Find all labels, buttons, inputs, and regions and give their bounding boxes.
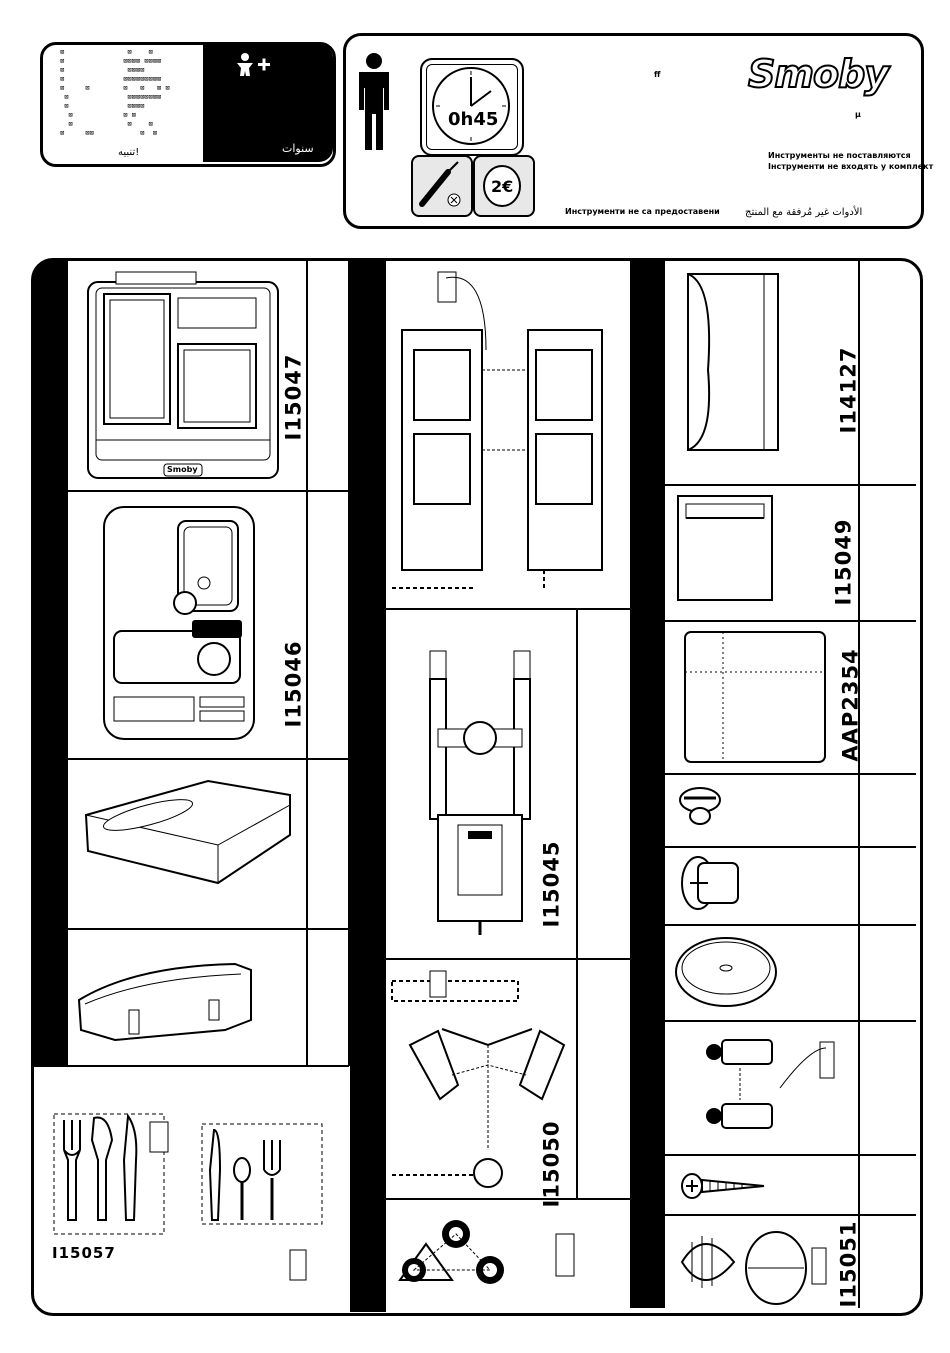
- sep-c2-3: [350, 1198, 631, 1200]
- part-fish-food-drawing: [680, 1231, 827, 1305]
- sep-c2-2: [350, 958, 631, 960]
- col2-divider-b: [576, 960, 578, 1200]
- sep-c3-2: [630, 620, 916, 622]
- part-utensils-drawing: [53, 1113, 323, 1281]
- col2-divider-a: [576, 610, 578, 960]
- part-top-cover-drawing: [84, 779, 291, 885]
- part-code-p1: I15047: [281, 353, 306, 441]
- sep-c1-2: [33, 758, 349, 760]
- part-front-frame-drawing: [87, 271, 279, 479]
- part-knob-drawing: [679, 787, 721, 825]
- mu-mark: µ: [855, 110, 861, 119]
- part-code-p2: I15046: [281, 640, 306, 728]
- part-sink-stand-drawing: [429, 650, 531, 935]
- part-cabinet-door-drawing: [687, 273, 779, 451]
- sep-c3-3: [630, 773, 916, 775]
- part-control-panel-drawing: [103, 506, 255, 740]
- part-bracket-arms-drawing: [391, 970, 566, 1188]
- part-shelf-drawing: [77, 962, 252, 1042]
- part-code-p9: I15057: [52, 1244, 116, 1262]
- age-years-text: سنوات: [282, 142, 314, 155]
- sep-c3-4: [630, 846, 916, 848]
- clock-icon: [432, 67, 510, 145]
- sep-c1-4: [33, 1065, 349, 1067]
- part-hob-plate-drawing: [675, 937, 777, 1007]
- warning-arabic-text: تنبيه!: [118, 147, 140, 158]
- part-code-p6: I15049: [831, 518, 856, 606]
- screw-drawing: [681, 1173, 765, 1199]
- col1-right-edge: [348, 260, 350, 1066]
- tools-not-included-uk: Інструменти не входять у комплект: [768, 162, 934, 171]
- sep-c1-3: [33, 928, 349, 930]
- sep-c3-6: [630, 1020, 916, 1022]
- part-sticker-sheet-drawing: [684, 631, 826, 763]
- tools-not-included-ru: Инструменты не поставляются: [768, 151, 911, 160]
- tools-not-included-bg: Инструменти не са предоставени: [565, 207, 720, 216]
- part-code-p4: I15050: [539, 1120, 564, 1208]
- col3-divider: [858, 260, 860, 1308]
- col1-divider: [306, 260, 308, 1066]
- sep-c2-1: [350, 608, 631, 610]
- brand-logo: Smoby: [747, 51, 890, 97]
- assembly-time: 0h45: [448, 109, 499, 130]
- adult-figure-icon: [359, 53, 389, 150]
- part-code-p3: I15045: [539, 840, 564, 928]
- sep-c3-1: [630, 484, 916, 486]
- part-dial-drawing: [681, 856, 739, 910]
- column-2-label-bar: [350, 260, 386, 1312]
- sep-c3-5: [630, 924, 916, 926]
- coin-battery-icon: 2€: [483, 165, 521, 207]
- part-code-p8: I15051: [836, 1220, 861, 1308]
- svg-text:2€: 2€: [491, 177, 513, 196]
- part-code-p5: I14127: [836, 346, 861, 434]
- part-burner-ring-drawing: [398, 1220, 575, 1284]
- tools-not-included-ar: الأدوات غير مُرفقة مع المنتج: [745, 207, 863, 218]
- column-1-label-bar: [33, 260, 68, 1066]
- ff-mark: ff: [654, 70, 661, 79]
- sep-c3-8: [630, 1214, 916, 1216]
- part-hinge-clips-drawing: [706, 1039, 835, 1129]
- sep-c3-7: [630, 1154, 916, 1156]
- child-plus-icon: [237, 53, 270, 76]
- part-side-frames-assembly-drawing: [392, 271, 603, 589]
- part-drawer-drawing: [677, 495, 773, 601]
- screwdriver-icon: [419, 161, 461, 207]
- sep-c1-1: [33, 490, 349, 492]
- panel-frame-logo: Smoby: [167, 465, 198, 474]
- warning-text-block: ⊠ ⊠ ⊠ ⊠ ⊠⊠⊠⊠ ⊠⊠⊠⊠ ⊠ ⊠⊠⊠⊠ ⊠ ⊠⊠⊠⊠⊠⊠⊠⊠⊠ ⊠ ⊠…: [60, 48, 170, 137]
- part-code-p7: AAP2354: [838, 648, 863, 762]
- column-3-label-bar: [630, 260, 665, 1308]
